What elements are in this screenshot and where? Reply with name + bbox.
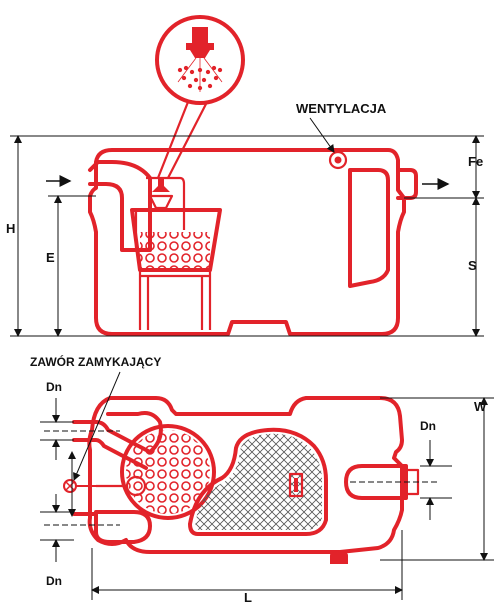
nozzle-small-icon <box>148 178 174 210</box>
flow-arrow-icon <box>46 175 450 190</box>
dim-w-label: W <box>474 399 487 414</box>
dim-e-label: E <box>46 250 55 265</box>
ventilation-vent-icon <box>328 150 348 170</box>
dimensions-top <box>10 135 484 337</box>
dn-bottom-left-label: Dn <box>46 574 62 588</box>
dim-fe-label: Fe <box>468 154 483 169</box>
dn-top-left-label: Dn <box>46 380 62 394</box>
dim-l-label: L <box>244 590 252 605</box>
spray-nozzle-icon <box>177 27 223 92</box>
nozzle-detail-callout <box>155 15 245 179</box>
plan-view <box>44 396 440 564</box>
dimensions-bottom <box>40 397 494 600</box>
dim-s-label: S <box>468 258 477 273</box>
dim-h-label: H <box>6 221 15 236</box>
dn-right-label: Dn <box>420 419 436 433</box>
wentylacja-label: WENTYLACJA <box>296 101 387 116</box>
side-elevation <box>46 148 450 336</box>
zawor-label: ZAWÓR ZAMYKAJĄCY <box>30 354 161 369</box>
